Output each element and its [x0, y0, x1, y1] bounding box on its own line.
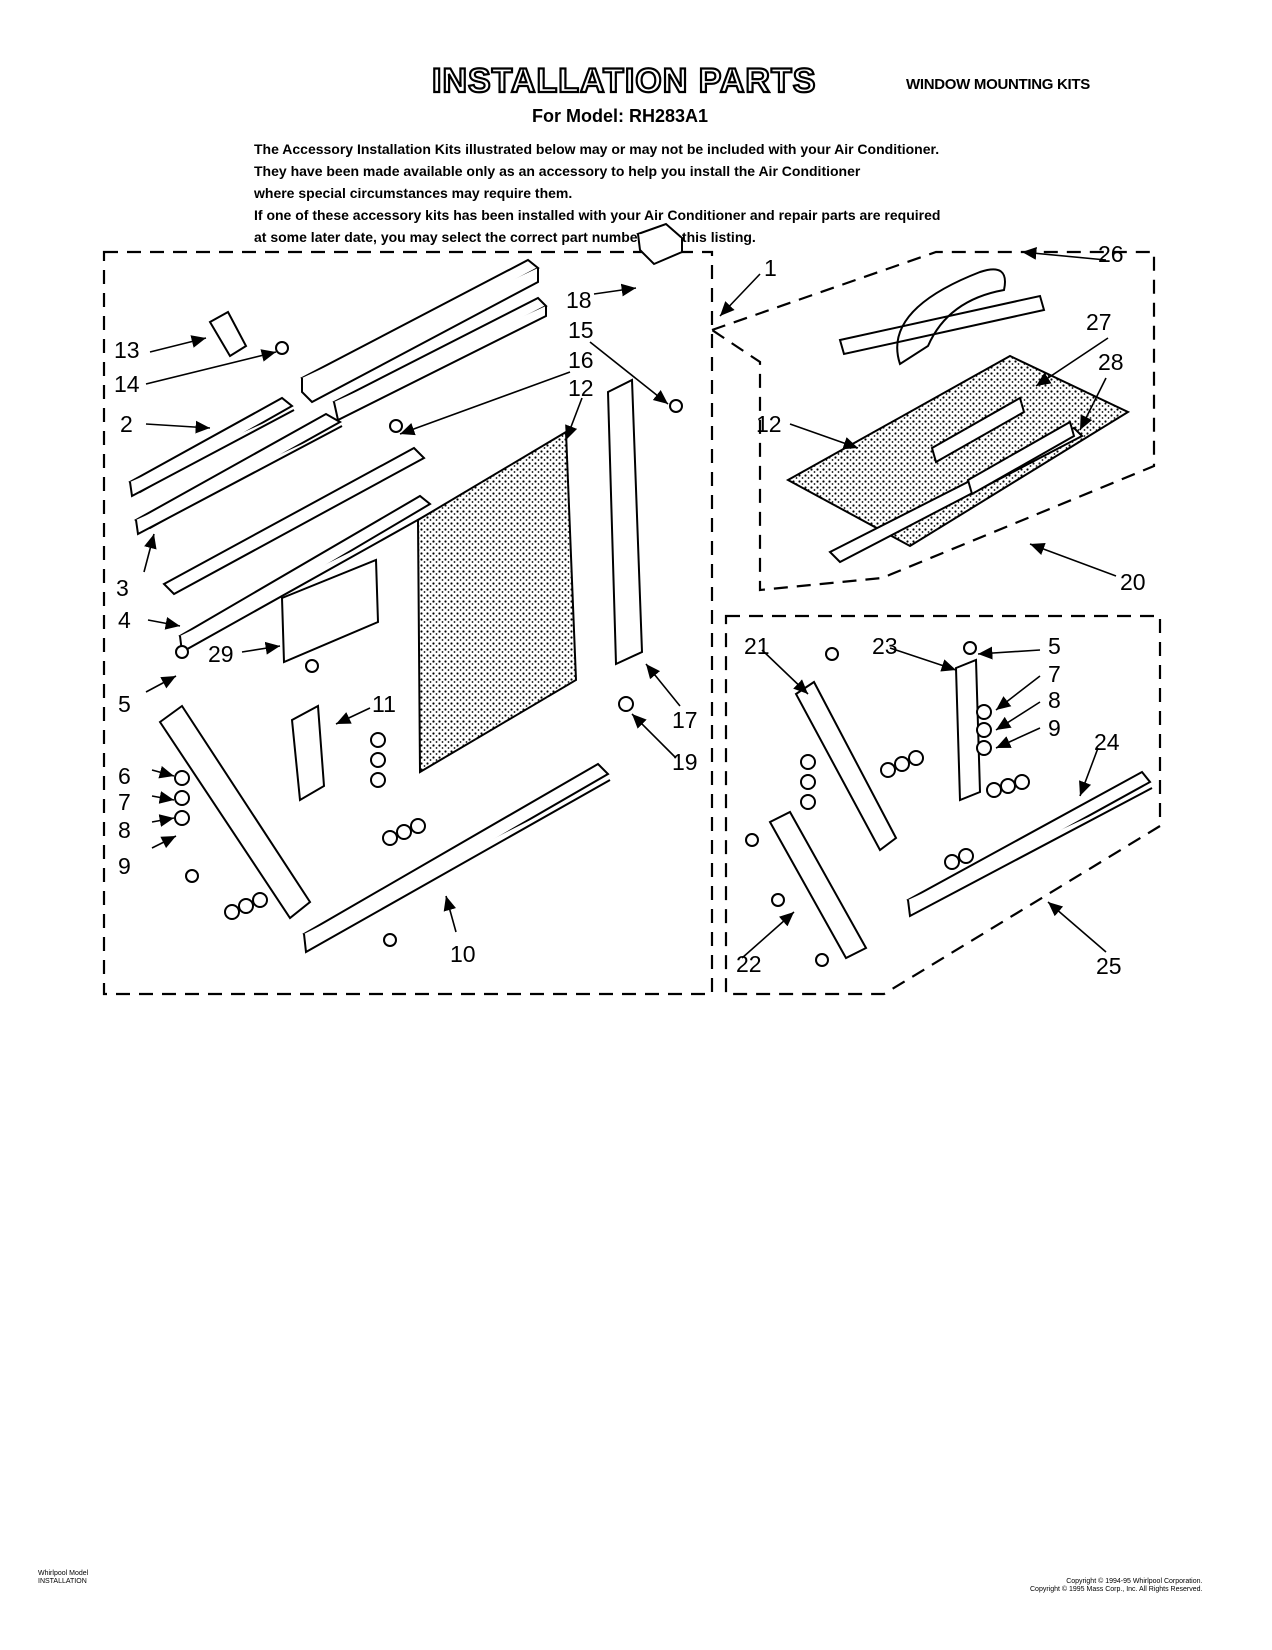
- callout-12: 12: [568, 375, 594, 401]
- copyright-line: Copyright © 1994-95 Whirlpool Corporatio…: [1066, 1578, 1203, 1585]
- callout-16: 16: [568, 347, 594, 373]
- footer-left: Whirlpool Model INSTALLATION: [38, 1570, 88, 1586]
- kit-25-boundary: [724, 614, 1162, 996]
- kit-20-parts: [785, 268, 1131, 564]
- nut-19: [618, 696, 634, 712]
- footer-copyright: Copyright © 1994-95 Whirlpool Corporatio…: [1030, 1578, 1202, 1594]
- callout-9: 9: [118, 853, 131, 879]
- callout-23: 23: [872, 633, 898, 659]
- callout-2: 2: [120, 411, 133, 437]
- callout-4: 4: [118, 607, 131, 633]
- kit-boundaries: [102, 250, 1162, 996]
- foam-panel-12: [416, 430, 578, 774]
- page-title: INSTALLATION PARTS: [431, 61, 817, 101]
- callout-8-kit25: 8: [1048, 687, 1061, 713]
- kit-20-boundary: [709, 250, 1156, 592]
- callout-13: 13: [114, 337, 140, 363]
- callout-8: 8: [118, 817, 131, 843]
- screw-14: [275, 341, 289, 355]
- left-kit-parts: [128, 222, 684, 954]
- intro-line: They have been made available only as an…: [254, 163, 861, 179]
- callout-6: 6: [118, 763, 131, 789]
- support-leg-6: [158, 704, 312, 920]
- callout-7-kit25: 7: [1048, 661, 1061, 687]
- footer-left-line: Whirlpool Model: [38, 1570, 89, 1577]
- callout-28: 28: [1098, 349, 1124, 375]
- callout-3: 3: [116, 575, 129, 601]
- panel-29: [280, 558, 380, 664]
- model-number: For Model: RH283A1: [532, 106, 709, 126]
- callout-21: 21: [744, 633, 770, 659]
- foam-panel-12-kit20: [785, 354, 1131, 548]
- callout-14: 14: [114, 371, 140, 397]
- channel-27: [930, 396, 1026, 464]
- intro-line: The Accessory Installation Kits illustra…: [254, 141, 940, 157]
- intro-line: at some later date, you may select the c…: [254, 229, 756, 245]
- intro-line: If one of these accessory kits has been …: [254, 207, 941, 223]
- screw-15: [669, 399, 683, 413]
- kit-25-parts: [745, 641, 1153, 967]
- callout-11: 11: [372, 691, 396, 717]
- bracket-11: [290, 704, 326, 802]
- callout-25: 25: [1096, 953, 1122, 979]
- callout-17: 17: [672, 707, 698, 733]
- intro-line: where special circumstances may require …: [254, 185, 573, 201]
- callout-19: 19: [672, 749, 698, 775]
- top-rail-side: [301, 268, 539, 404]
- channel-28: [966, 420, 1076, 496]
- vertical-channel-17: [606, 378, 644, 666]
- callout-20: 20: [1120, 569, 1146, 595]
- callout-5-kit25: 5: [1048, 633, 1061, 659]
- callout-12-kit20: 12: [756, 411, 782, 437]
- bracket-21: [794, 680, 898, 852]
- callout-22: 22: [736, 951, 762, 977]
- bracket-23: [954, 658, 982, 802]
- seal-strip-26: [838, 294, 1046, 356]
- callout-9-kit25: 9: [1048, 715, 1061, 741]
- callout-29: 29: [208, 641, 234, 667]
- callout-10: 10: [450, 941, 476, 967]
- seal-loop-26: [896, 268, 1006, 366]
- screw-16: [389, 419, 403, 433]
- clip-13: [208, 310, 248, 358]
- kit-title: WINDOW MOUNTING KITS: [906, 76, 1090, 93]
- callout-24: 24: [1094, 729, 1120, 755]
- bolt-5: [175, 645, 189, 659]
- callout-5: 5: [118, 691, 131, 717]
- callouts: 1 2 3 4 5 6 7 8 9 10 11 12 13 14 15 16 1…: [114, 241, 1146, 979]
- callout-27: 27: [1086, 309, 1112, 335]
- callout-18: 18: [566, 287, 592, 313]
- callout-26: 26: [1098, 241, 1124, 267]
- intro-text: The Accessory Installation Kits illustra…: [254, 138, 940, 248]
- brace-22: [768, 810, 868, 960]
- footer-left-line: INSTALLATION: [38, 1578, 87, 1585]
- rail-16: [162, 446, 426, 596]
- callout-15: 15: [568, 317, 594, 343]
- leader-lines: [143, 246, 1117, 959]
- callout-1: 1: [764, 255, 777, 281]
- copyright-line: Copyright © 1995 Mass Corp., Inc. All Ri…: [1030, 1586, 1203, 1593]
- callout-7: 7: [118, 789, 131, 815]
